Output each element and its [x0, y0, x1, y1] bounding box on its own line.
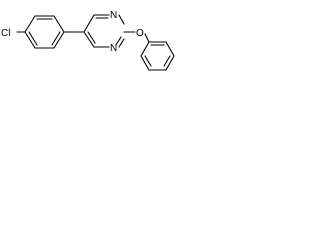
- molecule-canvas: Cl N N O: [0, 0, 190, 78]
- bond-ph4-ph5: [165, 55, 175, 71]
- double-bond-c2-n3: [115, 36, 122, 46]
- bond-ph1-ph2: [140, 41, 150, 57]
- double-bond-ph4-ph5: [163, 55, 171, 67]
- bond-n1-c2: [118, 14, 125, 25]
- bond-ph5-ph6: [165, 41, 175, 57]
- bond-ar3-ar4: [53, 15, 65, 33]
- bond-ar6-ar1: [24, 31, 36, 49]
- double-bond-ar4-ar5: [51, 31, 61, 46]
- phenyl-ring: [140, 41, 175, 71]
- nitrogen-bottom-label: N: [110, 43, 117, 54]
- double-bond-py6-py1: [87, 31, 96, 44]
- chlorophenyl-ring: [16, 15, 65, 49]
- pyrimidine-ring: [83, 14, 125, 48]
- molecule-structure: Cl N N O: [1, 10, 175, 71]
- chlorine-atom-label: Cl: [1, 28, 10, 39]
- bond-ph2-ph3: [140, 55, 150, 71]
- double-bond-ph2-ph3: [144, 55, 152, 67]
- bond-ar1-ar2: [24, 15, 36, 33]
- bond-oxygen-phenyl: [144, 33, 150, 43]
- double-bond-ar6-ar1: [28, 31, 38, 46]
- bond-py1-py2: [83, 14, 95, 33]
- oxygen-atom-label: O: [136, 28, 144, 39]
- nitrogen-top-label: N: [110, 10, 117, 21]
- bond-c2-n3: [118, 38, 125, 48]
- bond-py6-py1: [83, 31, 95, 48]
- bond-ar4-ar5: [53, 31, 65, 49]
